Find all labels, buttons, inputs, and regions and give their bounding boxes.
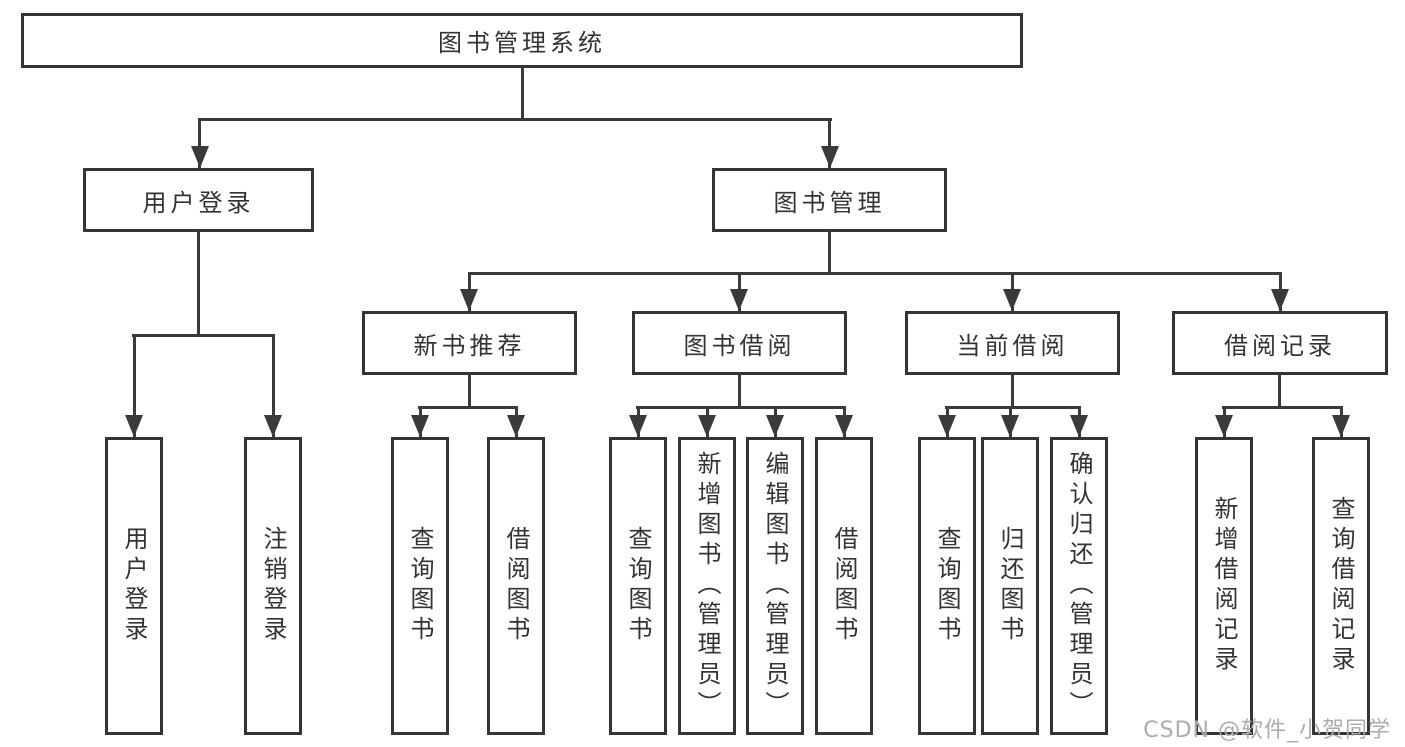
node-label: 用户登录 bbox=[142, 188, 255, 217]
connector-stem-leaf bbox=[133, 334, 136, 437]
node-label: 新增借阅记录 bbox=[1210, 496, 1238, 676]
node-root-system: 图书管理系统 bbox=[21, 13, 1023, 68]
node-label: 查询图书 bbox=[624, 526, 652, 646]
connector-root-stem bbox=[521, 66, 524, 120]
connector-book-management-stem bbox=[828, 230, 831, 274]
node-label: 当前借阅 bbox=[956, 331, 1069, 360]
node-leaf-query-book-borrow: 查询图书 bbox=[609, 437, 667, 735]
arrowhead-down-icon bbox=[411, 415, 429, 437]
node-leaf-query-book-current: 查询图书 bbox=[918, 437, 976, 735]
connector-stem-book-management bbox=[828, 118, 831, 168]
connector-new-book-rail bbox=[418, 406, 518, 409]
connector-root-rail bbox=[198, 118, 832, 121]
node-label: 注销登录 bbox=[259, 526, 287, 646]
node-label: 借阅记录 bbox=[1224, 331, 1336, 360]
arrowhead-down-icon bbox=[507, 415, 525, 437]
connector-stem-leaf bbox=[272, 334, 275, 437]
connector-book-borrow-stem bbox=[738, 373, 741, 408]
arrowhead-down-icon bbox=[821, 146, 839, 168]
node-label: 编辑图书（管理员） bbox=[761, 451, 789, 721]
arrowhead-down-icon bbox=[460, 289, 478, 311]
node-current-borrow: 当前借阅 bbox=[905, 311, 1120, 375]
node-leaf-query-book-recommend: 查询图书 bbox=[391, 437, 449, 735]
node-new-book-recommend: 新书推荐 bbox=[362, 311, 577, 375]
arrowhead-down-icon bbox=[1003, 289, 1021, 311]
arrowhead-down-icon bbox=[264, 415, 282, 437]
node-label: 归还图书 bbox=[996, 526, 1024, 646]
arrowhead-down-icon bbox=[698, 415, 716, 437]
arrowhead-down-icon bbox=[125, 415, 143, 437]
arrowhead-down-icon bbox=[1070, 415, 1088, 437]
arrowhead-down-icon bbox=[1215, 415, 1233, 437]
arrowhead-down-icon bbox=[629, 415, 647, 437]
arrowhead-down-icon bbox=[766, 415, 784, 437]
arrowhead-down-icon bbox=[1001, 415, 1019, 437]
node-leaf-edit-book-admin: 编辑图书（管理员） bbox=[746, 437, 804, 735]
connector-new-book-stem bbox=[468, 373, 471, 408]
node-label: 查询图书 bbox=[933, 526, 961, 646]
node-leaf-add-borrow-record: 新增借阅记录 bbox=[1195, 437, 1253, 735]
arrowhead-down-icon bbox=[191, 146, 209, 168]
connector-current-borrow-stem bbox=[1011, 373, 1014, 408]
node-book-management: 图书管理 bbox=[712, 168, 947, 232]
node-label: 借阅图书 bbox=[502, 526, 530, 646]
node-leaf-borrow-book: 借阅图书 bbox=[815, 437, 873, 735]
node-user-login: 用户登录 bbox=[83, 168, 314, 232]
node-leaf-logout: 注销登录 bbox=[244, 437, 302, 735]
arrowhead-down-icon bbox=[1271, 289, 1289, 311]
node-label: 借阅图书 bbox=[830, 526, 858, 646]
node-label: 用户登录 bbox=[120, 526, 148, 646]
node-label: 查询借阅记录 bbox=[1327, 496, 1355, 676]
node-label: 图书借阅 bbox=[683, 331, 796, 360]
connector-borrow-records-rail bbox=[1222, 406, 1343, 409]
node-label: 确认归还（管理员） bbox=[1065, 451, 1093, 721]
arrowhead-down-icon bbox=[835, 415, 853, 437]
node-label: 图书管理系统 bbox=[438, 29, 606, 57]
connector-user-login-stem bbox=[197, 230, 200, 337]
connector-borrow-records-stem bbox=[1278, 373, 1281, 408]
arrowhead-down-icon bbox=[1332, 415, 1350, 437]
node-label: 新书推荐 bbox=[413, 331, 526, 360]
node-leaf-query-borrow-record: 查询借阅记录 bbox=[1312, 437, 1370, 735]
node-leaf-return-book: 归还图书 bbox=[981, 437, 1039, 735]
node-label: 图书管理 bbox=[773, 188, 886, 217]
node-book-borrow: 图书借阅 bbox=[632, 311, 847, 375]
node-leaf-add-book-admin: 新增图书（管理员） bbox=[678, 437, 736, 735]
connector-user-login-rail bbox=[132, 334, 275, 337]
node-label: 查询图书 bbox=[406, 526, 434, 646]
node-leaf-user-login: 用户登录 bbox=[105, 437, 163, 735]
node-label: 新增图书（管理员） bbox=[693, 451, 721, 721]
arrowhead-down-icon bbox=[938, 415, 956, 437]
csdn-watermark: CSDN @软件_小贺同学 bbox=[1143, 718, 1391, 743]
connector-current-borrow-rail bbox=[945, 406, 1081, 409]
arrowhead-down-icon bbox=[730, 289, 748, 311]
node-leaf-borrow-book-recommend: 借阅图书 bbox=[487, 437, 545, 735]
connector-stem-user-login bbox=[198, 118, 201, 168]
connector-book-borrow-rail bbox=[636, 406, 846, 409]
node-leaf-confirm-return-admin: 确认归还（管理员） bbox=[1050, 437, 1108, 735]
node-borrow-records: 借阅记录 bbox=[1172, 311, 1388, 375]
connector-book-management-rail bbox=[468, 272, 1282, 275]
